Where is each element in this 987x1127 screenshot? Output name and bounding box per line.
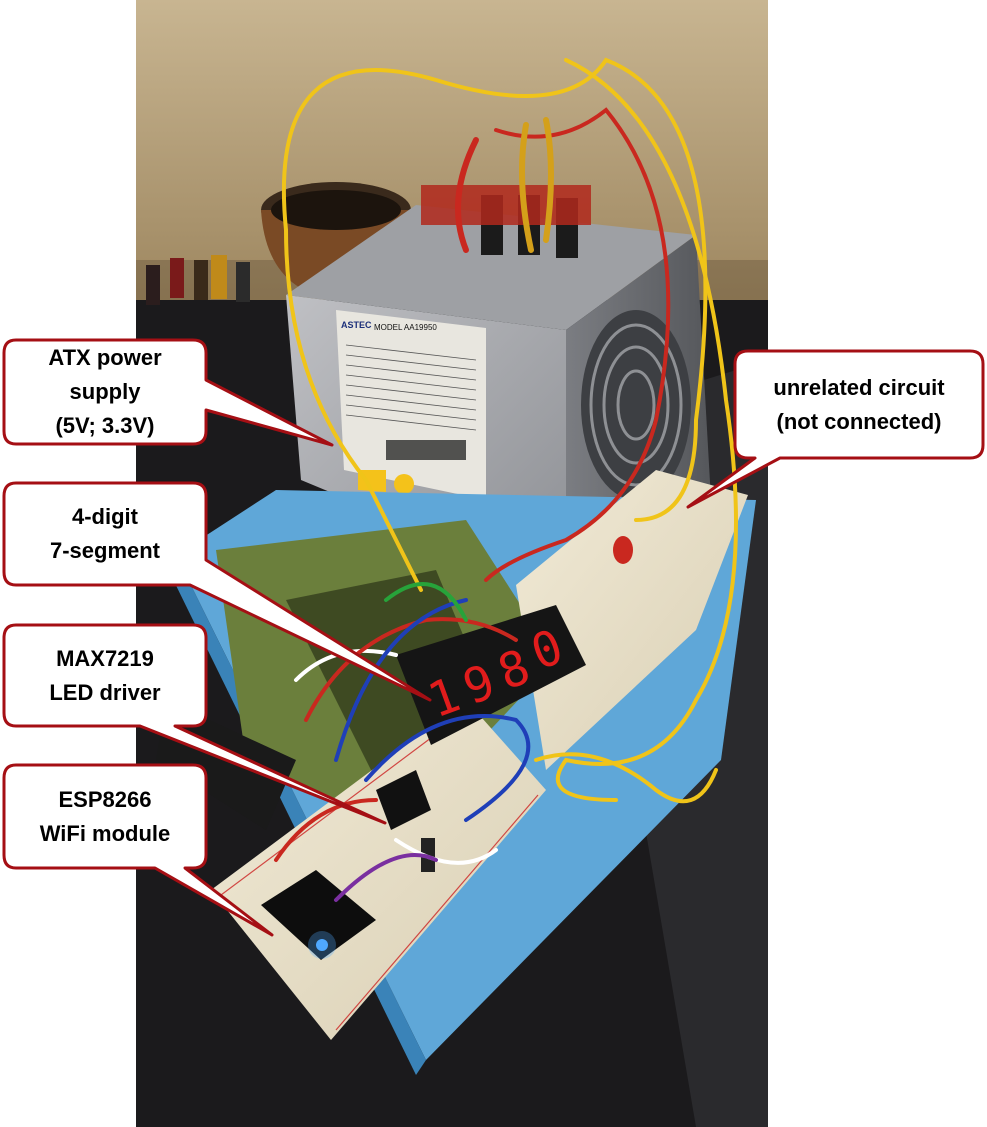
esp8266-module bbox=[261, 870, 376, 960]
photo: ASTEC MODEL AA19950 bbox=[136, 0, 768, 1127]
seven-segment-display: 1 9 8 0 bbox=[396, 605, 586, 745]
breadboard-left bbox=[211, 700, 546, 1040]
callout-unrelated-label: unrelated circuit (not connected) bbox=[773, 374, 945, 434]
breadboard-right bbox=[516, 470, 748, 770]
max7219-chip bbox=[376, 770, 431, 830]
binding-posts-left bbox=[146, 255, 250, 305]
psu-model: MODEL AA19950 bbox=[374, 323, 437, 332]
red-led bbox=[613, 536, 633, 564]
photo-illustration: ASTEC MODEL AA19950 bbox=[136, 0, 768, 1127]
callout-segment-label: 4-digit 7-segment bbox=[49, 504, 161, 563]
callout-atx-label: ATX power supply (5V; 3.3V) bbox=[48, 345, 162, 438]
callout-max-label: MAX7219 LED driver bbox=[49, 645, 161, 705]
callout-esp-label: ESP8266 WiFi module bbox=[39, 786, 171, 846]
psu-brand: ASTEC bbox=[341, 320, 372, 330]
